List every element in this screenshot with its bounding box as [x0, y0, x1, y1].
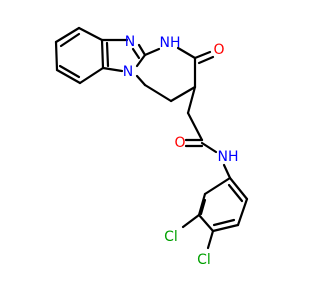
- bond: [228, 176, 249, 201]
- bond: [206, 229, 215, 250]
- bond: [54, 40, 59, 72]
- bond: [55, 68, 82, 85]
- bond: [197, 55, 215, 65]
- bond: [176, 46, 197, 60]
- bond: [197, 192, 207, 217]
- bridge-n-label: N: [123, 64, 133, 80]
- amide-nh-label: NH: [218, 149, 239, 165]
- bond: [131, 47, 141, 60]
- bond: [169, 85, 197, 103]
- bond: [211, 223, 240, 233]
- bond: [181, 213, 201, 229]
- amide-oxygen-label: O: [174, 135, 185, 151]
- ring-oxygen-label: O: [213, 42, 224, 58]
- bond: [186, 111, 204, 142]
- bond: [203, 176, 232, 196]
- bond: [197, 213, 215, 233]
- bond: [137, 43, 147, 57]
- bond: [105, 41, 110, 68]
- bond: [143, 47, 161, 57]
- chlorine-para-label: Cl: [197, 252, 211, 268]
- bond: [54, 26, 81, 44]
- bond: [200, 141, 218, 154]
- bond: [193, 50, 212, 60]
- bond: [77, 26, 104, 42]
- molecule-structure: NH N N O O NH Cl Cl: [0, 0, 300, 300]
- chlorine-meta-label: Cl: [164, 229, 178, 245]
- bond: [227, 183, 244, 203]
- bond-layer: [54, 26, 249, 250]
- bond: [100, 38, 105, 70]
- bond: [186, 85, 197, 115]
- bond: [135, 74, 147, 87]
- bond: [143, 83, 173, 103]
- imine-n-label: N: [125, 34, 135, 50]
- bond: [101, 66, 124, 73]
- bond: [58, 64, 81, 79]
- bond: [59, 32, 81, 48]
- bond: [236, 197, 249, 227]
- bond: [222, 163, 232, 180]
- atom-label-layer: NH N N O O NH Cl Cl: [123, 34, 239, 268]
- bond: [199, 198, 207, 216]
- bond: [135, 53, 147, 68]
- bond: [78, 66, 105, 85]
- bond: [212, 218, 236, 227]
- canvas-background: [0, 0, 300, 300]
- ring-nh-label: NH: [160, 35, 181, 51]
